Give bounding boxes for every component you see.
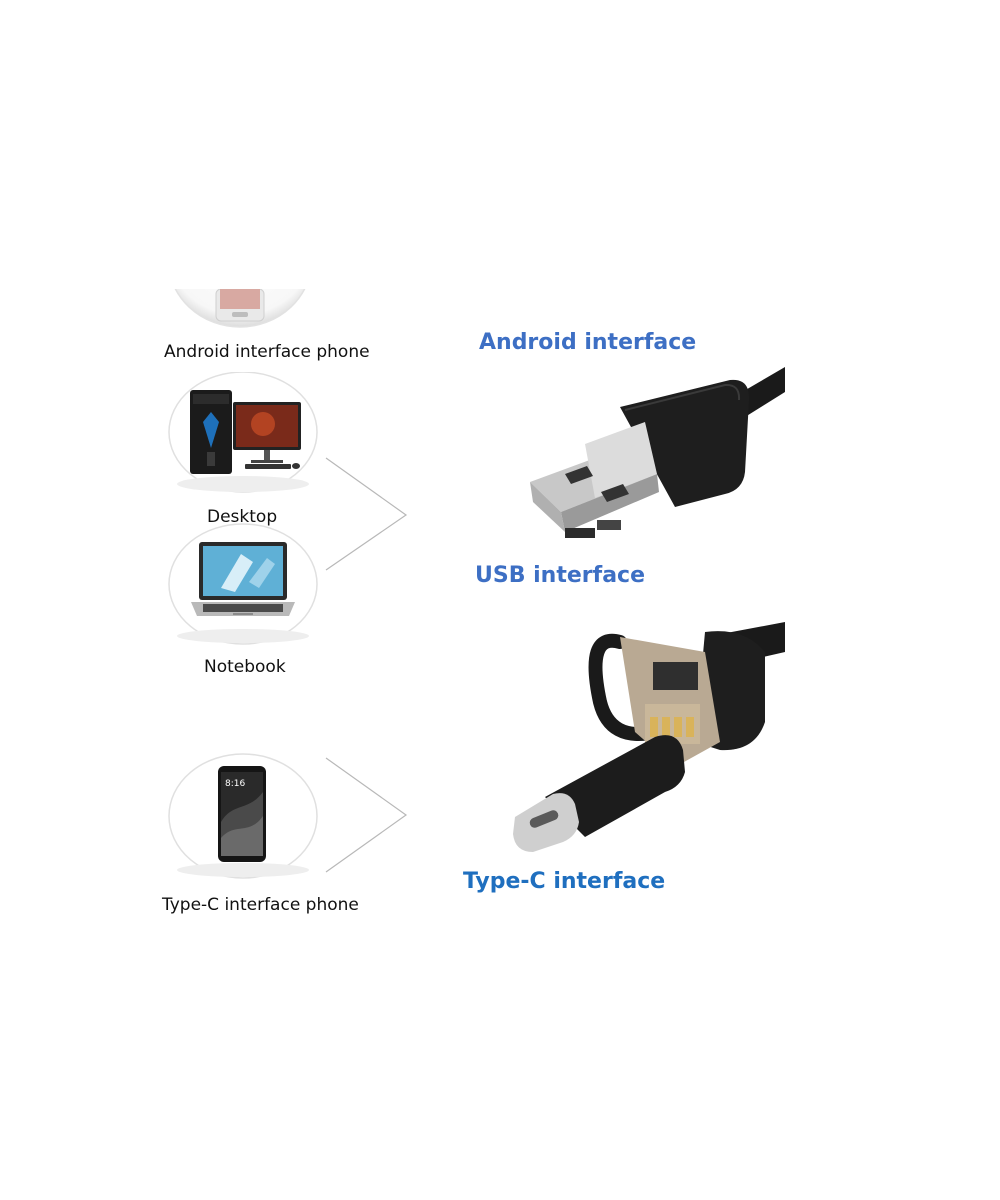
typec-phone-clock: 8:16 [225, 779, 245, 789]
desktop-label: Desktop [207, 507, 278, 527]
typec-connector-image [505, 622, 785, 852]
typec-phone-thumbnail: 8:16 [163, 752, 323, 882]
notebook-laptop-icon [191, 542, 295, 616]
desktop-computer-icon [190, 390, 301, 474]
desktop-thumbnail [163, 372, 323, 497]
usb-bracket-line [325, 457, 408, 571]
usb-housing [620, 379, 750, 507]
typec-bracket-line [325, 757, 408, 873]
usb-slot [565, 466, 593, 484]
notebook-label: Notebook [204, 657, 286, 677]
usb-connector-image [525, 352, 785, 552]
usb-interface-label: USB interface [475, 563, 646, 588]
typec-loop-cable [588, 633, 662, 741]
android-phone-label: Android interface phone [164, 342, 370, 362]
android-phone-thumbnail [160, 289, 320, 334]
typec-phone-label: Type-C interface phone [162, 895, 359, 915]
typec-phone-icon: 8:16 [218, 766, 266, 862]
notebook-thumbnail [163, 522, 323, 647]
typec-plug-body [545, 735, 685, 837]
typec-interface-label: Type-C interface [463, 869, 666, 894]
usb-slot [601, 484, 629, 502]
android-interface-label: Android interface [479, 330, 697, 355]
